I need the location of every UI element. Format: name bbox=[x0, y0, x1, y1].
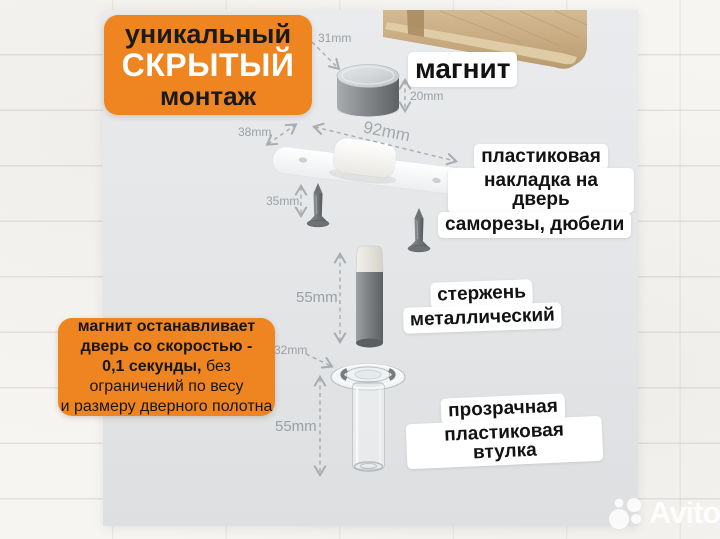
avito-watermark: Avito bbox=[606, 494, 720, 532]
dim-bushing-length: 55mm bbox=[275, 418, 317, 435]
dim-rod-length: 55mm bbox=[296, 289, 338, 306]
label-screws-text: саморезы, дюбели bbox=[438, 212, 632, 238]
dim-screw-length: 35mm bbox=[266, 194, 300, 208]
speed-line-3-bold: 0,1 секунды, bbox=[102, 358, 202, 376]
transparent-bushing-graphic bbox=[330, 363, 406, 472]
speed-line-4: ограничений по весу bbox=[89, 377, 244, 395]
screw-right-graphic bbox=[407, 207, 431, 253]
badge-line-hidden: СКРЫТЫЙ bbox=[121, 47, 295, 84]
door-plate-graphic bbox=[272, 137, 466, 195]
dimension-arrows bbox=[265, 41, 459, 478]
dim-magnet-height: 20mm bbox=[410, 89, 444, 103]
dim-plate-width: 38mm bbox=[238, 125, 272, 139]
speed-line-5: и размеру дверного полотна bbox=[60, 397, 273, 415]
label-magnet: магнит bbox=[408, 52, 518, 87]
magnet-graphic bbox=[336, 64, 400, 117]
unique-mount-badge: уникальный СКРЫТЫЙ монтаж bbox=[104, 15, 312, 115]
avito-dots-icon bbox=[609, 498, 641, 529]
badge-line-unique: уникальный bbox=[124, 19, 292, 50]
label-bushing-line2: пластиковая втулка bbox=[405, 415, 604, 470]
arrow-92mm bbox=[311, 122, 459, 166]
arrow-32mm bbox=[305, 353, 334, 369]
dim-magnet-diameter: 31mm bbox=[318, 31, 352, 45]
label-bushing: прозрачная пластиковая втулка bbox=[405, 393, 604, 470]
arrow-31mm bbox=[311, 41, 341, 71]
label-rod-line2: металлический bbox=[402, 302, 563, 334]
speed-line-3: 0,1 секунды, без bbox=[102, 357, 231, 377]
label-plate-line2: накладка на дверь bbox=[448, 168, 634, 213]
speed-line-1: магнит останавливает bbox=[77, 318, 256, 336]
screw-left-graphic bbox=[306, 182, 330, 228]
door-wood-panel bbox=[383, 10, 588, 69]
label-door-plate: пластиковая накладка на дверь bbox=[448, 144, 634, 213]
dim-bushing-diameter: 32mm bbox=[274, 343, 308, 357]
label-magnet-text: магнит bbox=[408, 52, 518, 87]
arrow-38mm bbox=[265, 123, 298, 146]
badge-line-mount: монтаж bbox=[159, 80, 257, 111]
avito-watermark-text: Avito bbox=[649, 495, 720, 530]
metal-rod-graphic bbox=[355, 245, 384, 348]
label-metal-rod: стержень металлический bbox=[393, 279, 571, 334]
magnet-speed-badge: магнит останавливает дверь со скоростью … bbox=[58, 318, 275, 416]
speed-line-3-rest: без bbox=[205, 358, 231, 376]
label-plate-line1: пластиковая bbox=[474, 144, 608, 170]
label-screws: саморезы, дюбели bbox=[438, 212, 632, 238]
speed-line-2: дверь со скоростью - bbox=[80, 338, 253, 356]
